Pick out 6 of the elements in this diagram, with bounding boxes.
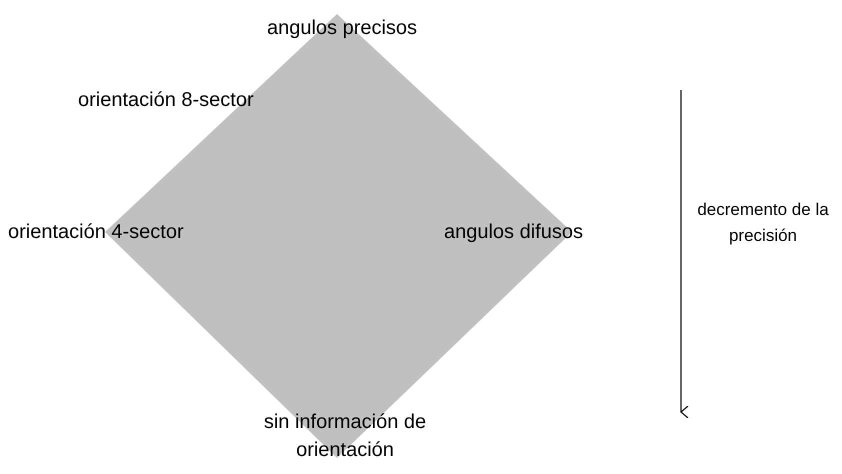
corner-label: angulos difusos [444, 220, 584, 244]
corner-label: angulos precisos [266, 16, 418, 40]
corner-label: orientación 4-sector [8, 220, 185, 244]
corner-label: orientación 8-sector [78, 88, 255, 112]
corner-label: sin información de orientación [262, 410, 428, 463]
axis-label: decremento de la precisión [696, 199, 830, 247]
